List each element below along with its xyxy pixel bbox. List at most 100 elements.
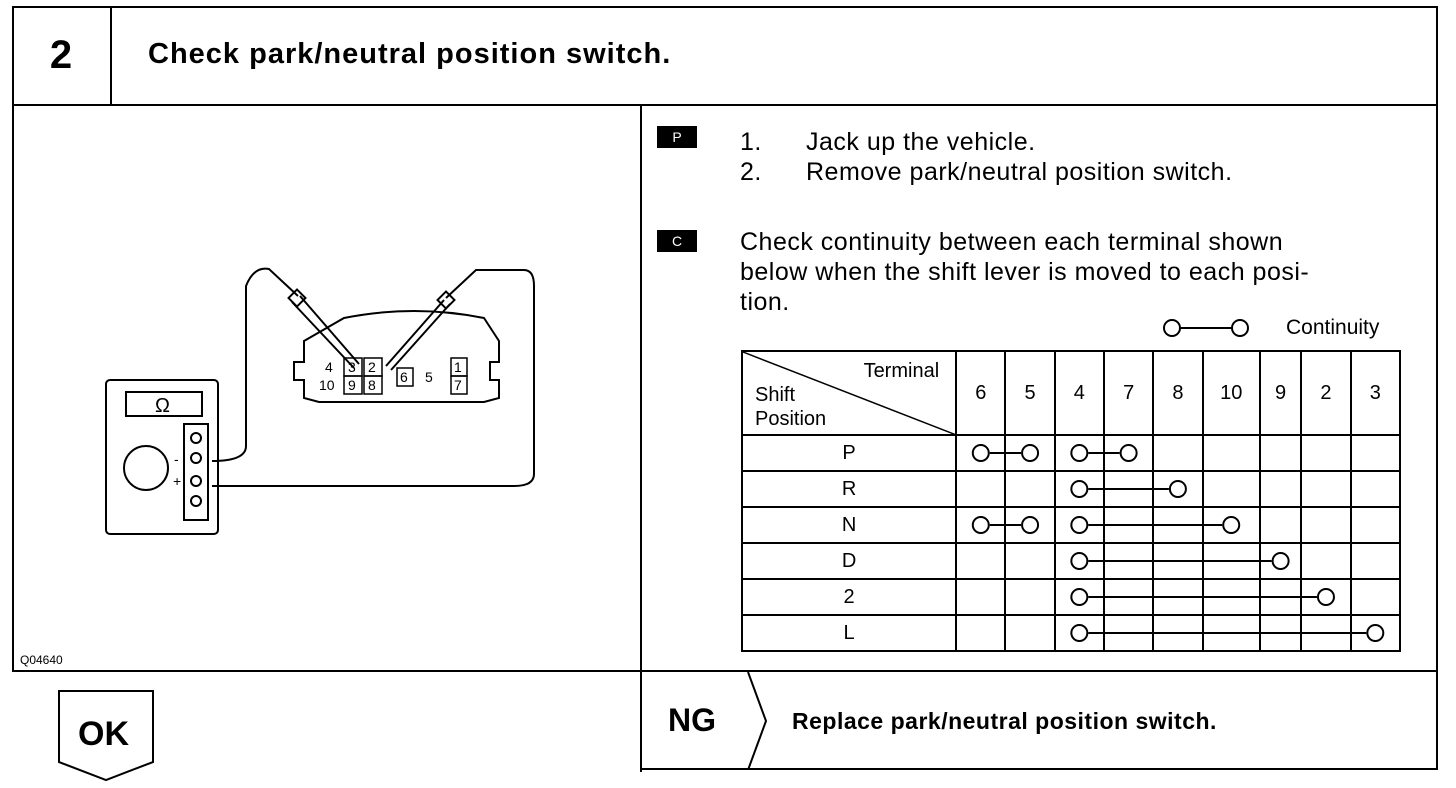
terminal-cell [1300, 434, 1352, 472]
terminal-label-7: 7 [454, 377, 462, 393]
ohm-symbol: Ω [155, 395, 170, 417]
terminal-header: 9 [1258, 350, 1303, 436]
terminal-cell [955, 434, 1007, 472]
ok-label: OK [78, 715, 129, 753]
terminal-cell [1201, 506, 1261, 544]
terminal-cell [1349, 434, 1402, 472]
terminal-cell [1053, 470, 1105, 508]
shift-position-cell: L [740, 614, 958, 652]
continuity-table: Terminal Shift Position 6 5 4 7 8 10 9 2… [740, 350, 1402, 652]
terminal-cell [1258, 470, 1303, 508]
table-row: D [740, 542, 1402, 580]
terminal-cell [1102, 614, 1155, 652]
terminal-cell [1053, 542, 1105, 580]
terminal-cell [1349, 578, 1402, 616]
corner-position-label: Position [755, 408, 827, 430]
terminal-cell [1258, 614, 1303, 652]
terminal-cell [1201, 470, 1261, 508]
terminal-cell [1152, 470, 1204, 508]
step2-number: 2. [740, 158, 762, 186]
shift-position-cell: P [740, 434, 958, 472]
terminal-cell [1258, 434, 1303, 472]
terminal-cell [955, 506, 1007, 544]
terminal-cell [1349, 506, 1402, 544]
terminal-label-8: 8 [368, 377, 376, 393]
table-row: 2 [740, 578, 1402, 616]
step1-number: 1. [740, 128, 762, 156]
shift-position-cell: R [740, 470, 958, 508]
step-number-cell: 2 [12, 6, 112, 106]
figure-code: Q04640 [20, 653, 63, 667]
terminal-cell [1300, 578, 1352, 616]
check-line-1: Check continuity between each terminal s… [740, 228, 1284, 256]
terminal-header: 8 [1152, 350, 1204, 436]
step2-text: Remove park/neutral position switch. [806, 158, 1233, 186]
terminal-cell [1053, 614, 1105, 652]
tag-p: P [657, 126, 697, 148]
ohmmeter-icon [105, 379, 219, 535]
terminal-cell [1258, 542, 1303, 580]
terminal-cell [955, 542, 1007, 580]
terminal-header: 2 [1300, 350, 1352, 436]
test-probes [287, 288, 456, 371]
step-number: 2 [49, 33, 73, 77]
terminal-cell [1201, 434, 1261, 472]
terminal-label-2: 2 [368, 359, 376, 375]
tag-c: C [657, 230, 697, 252]
ng-bottom-border [640, 768, 1438, 770]
terminal-cell [1102, 470, 1155, 508]
shift-position-cell: D [740, 542, 958, 580]
legend-label: Continuity [1286, 316, 1380, 339]
terminal-label-6: 6 [400, 369, 408, 385]
terminal-cell [1300, 470, 1352, 508]
terminal-cell [1349, 542, 1402, 580]
terminal-cell [1152, 506, 1204, 544]
terminal-cell [955, 578, 1007, 616]
terminal-cell [1004, 506, 1056, 544]
shift-position-cell: 2 [740, 578, 958, 616]
terminal-cell [1300, 542, 1352, 580]
terminal-cell [1300, 506, 1352, 544]
table-header-row: Terminal Shift Position 6 5 4 7 8 10 9 2… [740, 350, 1402, 436]
terminal-cell [1201, 542, 1261, 580]
terminal-cell [955, 470, 1007, 508]
terminal-cell [1152, 542, 1204, 580]
terminal-cell [1152, 434, 1204, 472]
terminal-label-9: 9 [348, 377, 356, 393]
terminal-cell [1053, 506, 1105, 544]
continuity-test-figure: 4 3 2 10 9 8 6 5 1 7 Ω - + Q04640 [20, 267, 535, 667]
test-leads [211, 267, 535, 487]
continuity-legend-icon [1163, 319, 1249, 337]
table-corner-cell: Terminal Shift Position [740, 350, 959, 436]
terminal-label-10: 10 [319, 377, 335, 393]
terminal-cell [1258, 578, 1303, 616]
terminal-cell [1102, 506, 1155, 544]
terminal-cell [1053, 578, 1105, 616]
step1-text: Jack up the vehicle. [806, 128, 1036, 156]
terminal-header: 5 [1004, 350, 1056, 436]
terminal-label-4: 4 [325, 359, 333, 375]
terminal-label-1: 1 [454, 359, 462, 375]
shift-position-cell: N [740, 506, 958, 544]
terminal-cell [1201, 578, 1261, 616]
check-line-2: below when the shift lever is moved to e… [740, 258, 1310, 286]
ng-action-text: Replace park/neutral position switch. [792, 708, 1217, 734]
terminal-cell [1201, 614, 1261, 652]
column-divider [640, 104, 642, 772]
terminal-cell [1004, 470, 1056, 508]
terminal-cell [1258, 506, 1303, 544]
terminal-cell [1004, 578, 1056, 616]
terminal-cell [1102, 434, 1155, 472]
corner-shift-label: Shift [755, 384, 796, 406]
table-row: N [740, 506, 1402, 544]
terminal-cell [955, 614, 1007, 652]
terminal-header: 3 [1349, 350, 1402, 436]
terminal-cell [1004, 542, 1056, 580]
ng-label: NG [668, 702, 716, 738]
connector-outline [293, 310, 500, 403]
check-line-3: tion. [740, 288, 790, 316]
terminal-header: 6 [955, 350, 1007, 436]
terminal-cell [1004, 434, 1056, 472]
table-row: L [740, 614, 1402, 652]
table-row: P [740, 434, 1402, 472]
